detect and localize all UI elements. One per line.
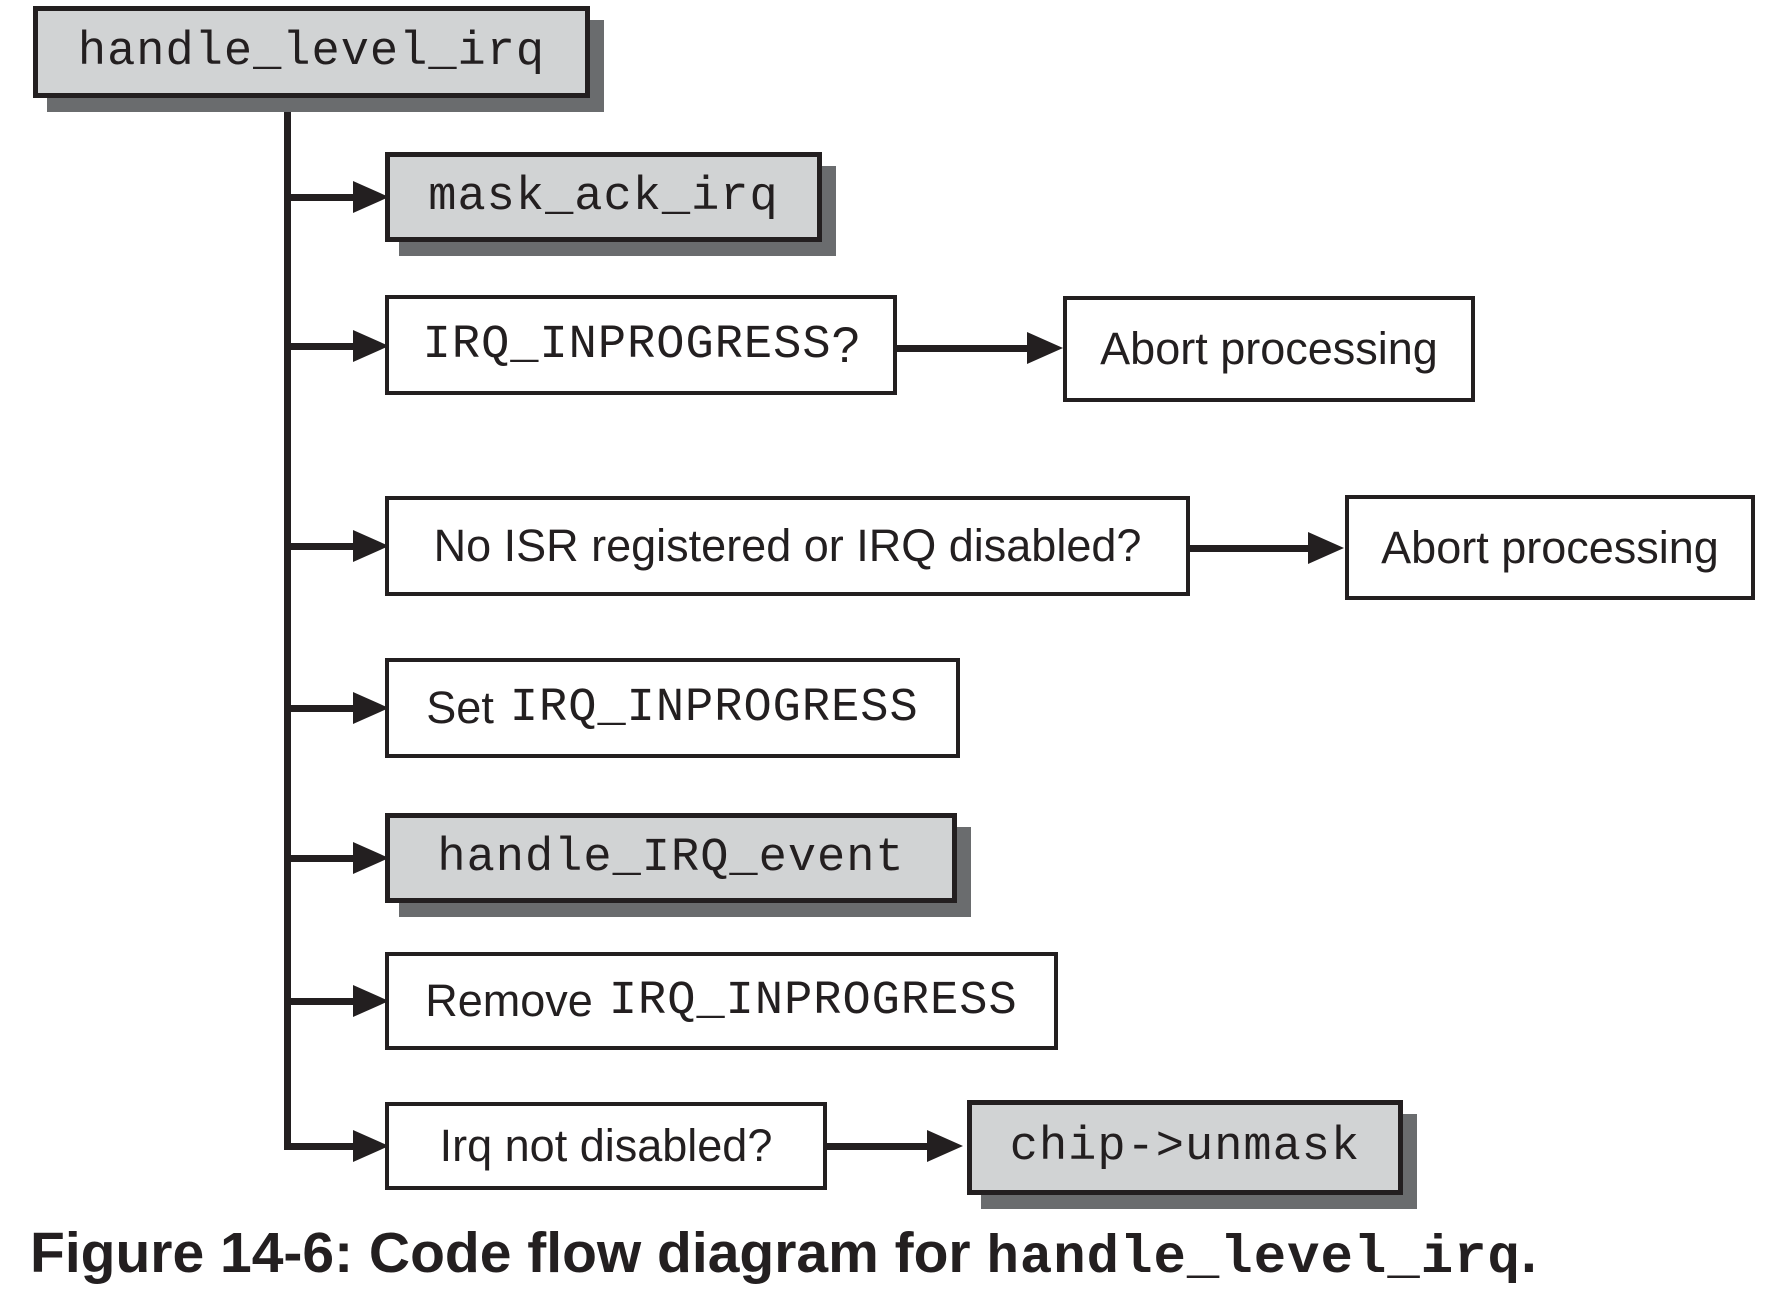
arrow-shaft-remove-inprogress <box>287 998 359 1005</box>
node-label-code: IRQ_INPROGRESS <box>509 681 919 735</box>
node-handle-level-irq: handle_level_irq <box>33 6 590 98</box>
node-label: mask_ack_irq <box>428 170 779 224</box>
arrow-head-irq-not-disabled <box>353 1130 389 1162</box>
arrow-shaft-mask-ack-irq <box>287 194 359 201</box>
node-mask-ack-irq: mask_ack_irq <box>385 152 822 242</box>
node-handle-irq-event: handle_IRQ_event <box>385 813 957 903</box>
caption-text: Figure 14-6: Code flow diagram for <box>30 1221 987 1285</box>
caption-code: handle_level_irq <box>986 1228 1521 1289</box>
arrow-shaft-no-isr <box>287 543 359 550</box>
node-label-code: IRQ_INPROGRESS <box>608 974 1018 1028</box>
node-label-prefix: Remove <box>425 975 593 1026</box>
node-chip-unmask: chip->unmask <box>967 1100 1403 1195</box>
node-irq-inprogress-check: IRQ_INPROGRESS? <box>385 295 897 395</box>
node-remove-irq-inprogress: Remove IRQ_INPROGRESS <box>385 952 1058 1050</box>
node-irq-not-disabled-check: Irq not disabled? <box>385 1102 827 1190</box>
arrow-shaft-irq-not-disabled <box>287 1143 359 1150</box>
arrow-head-remove-inprogress <box>353 985 389 1017</box>
node-label: Irq not disabled? <box>439 1120 773 1171</box>
arrow-head-handle-irq-event <box>353 842 389 874</box>
arrow-head-irq-inprogress <box>353 330 389 362</box>
node-label: No ISR registered or IRQ disabled? <box>433 520 1142 571</box>
node-label: Abort processing <box>1100 323 1438 374</box>
arrow-shaft-abort-2 <box>1190 545 1312 552</box>
arrow-shaft-chip-unmask <box>827 1143 931 1150</box>
node-abort-processing-1: Abort processing <box>1063 296 1475 402</box>
trunk-line <box>284 96 291 1150</box>
arrow-head-set-inprogress <box>353 692 389 724</box>
figure-caption: Figure 14-6: Code flow diagram for handl… <box>30 1220 1537 1289</box>
arrow-shaft-set-inprogress <box>287 705 359 712</box>
arrow-head-chip-unmask <box>927 1130 963 1162</box>
arrow-head-abort-1 <box>1027 332 1063 364</box>
arrow-shaft-irq-inprogress <box>287 343 359 350</box>
arrow-head-no-isr <box>353 530 389 562</box>
node-label: chip->unmask <box>1009 1121 1361 1174</box>
node-label: handle_IRQ_event <box>437 831 905 885</box>
caption-period: . <box>1520 1221 1537 1285</box>
node-label-prefix: Set <box>426 682 494 733</box>
node-label: handle_level_irq <box>77 25 546 79</box>
arrow-shaft-abort-1 <box>897 345 1033 352</box>
arrow-head-mask-ack-irq <box>353 181 389 213</box>
node-abort-processing-2: Abort processing <box>1345 495 1755 600</box>
arrow-head-abort-2 <box>1308 532 1344 564</box>
node-label-suffix: ? <box>831 317 860 373</box>
node-no-isr-check: No ISR registered or IRQ disabled? <box>385 496 1190 596</box>
node-label-code: IRQ_INPROGRESS <box>422 318 832 372</box>
node-label: Abort processing <box>1381 521 1719 573</box>
node-set-irq-inprogress: Set IRQ_INPROGRESS <box>385 658 960 758</box>
arrow-shaft-handle-irq-event <box>287 855 359 862</box>
